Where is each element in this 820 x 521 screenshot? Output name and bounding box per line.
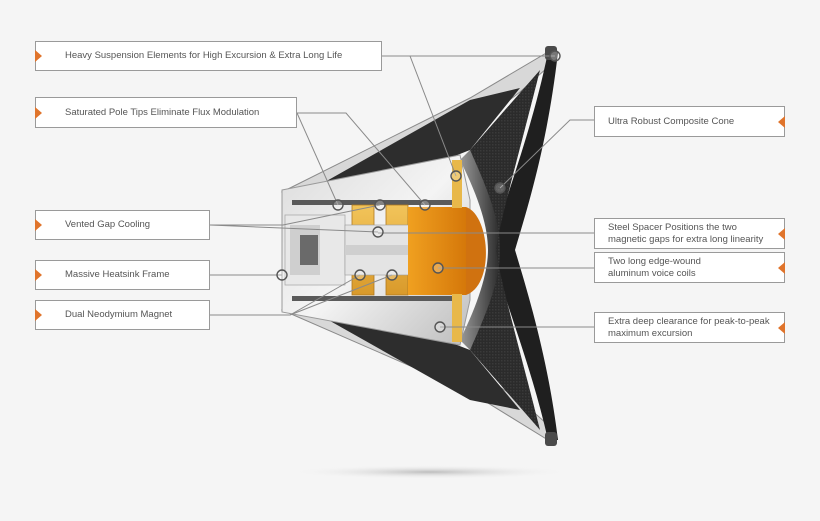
- callout-steel-spacer: Steel Spacer Positions the two magnetic …: [594, 218, 785, 249]
- orange-pointer-icon: [778, 227, 785, 240]
- callout-text: Two long edge-wound aluminum voice coils: [608, 255, 701, 279]
- callout-massive-heatsink-frame: Massive Heatsink Frame: [35, 260, 210, 290]
- callout-text: Saturated Pole Tips Eliminate Flux Modul…: [65, 106, 260, 118]
- orange-pointer-icon: [35, 309, 42, 321]
- orange-pointer-icon: [35, 219, 42, 231]
- marker-dot: [374, 199, 386, 211]
- orange-pointer-icon: [778, 261, 785, 274]
- marker-dot: [450, 170, 462, 182]
- marker-dot: [549, 50, 561, 62]
- callout-dual-neodymium-magnet: Dual Neodymium Magnet: [35, 300, 210, 330]
- marker-dot: [276, 269, 288, 281]
- callout-text: Heavy Suspension Elements for High Excur…: [65, 50, 343, 61]
- orange-pointer-icon: [35, 50, 42, 62]
- marker-dot: [434, 321, 446, 333]
- marker-dot: [386, 269, 398, 281]
- callout-text: Dual Neodymium Magnet: [65, 309, 173, 320]
- orange-pointer-icon: [35, 106, 42, 119]
- callout-text: Ultra Robust Composite Cone: [608, 115, 735, 127]
- marker-dot: [432, 262, 444, 274]
- marker-dot: [372, 226, 384, 238]
- callout-heavy-suspension: Heavy Suspension Elements for High Excur…: [35, 41, 382, 71]
- marker-dot: [332, 199, 344, 211]
- callout-extra-deep-clearance: Extra deep clearance for peak-to-peak ma…: [594, 312, 785, 343]
- callout-voice-coils: Two long edge-wound aluminum voice coils: [594, 252, 785, 283]
- callout-saturated-pole-tips: Saturated Pole Tips Eliminate Flux Modul…: [35, 97, 297, 128]
- orange-pointer-icon: [778, 321, 785, 334]
- callout-vented-gap-cooling: Vented Gap Cooling: [35, 210, 210, 240]
- callout-text: Extra deep clearance for peak-to-peak ma…: [608, 315, 770, 339]
- marker-dot: [354, 269, 366, 281]
- orange-pointer-icon: [35, 269, 42, 281]
- callout-text: Vented Gap Cooling: [65, 219, 151, 230]
- marker-dot: [419, 199, 431, 211]
- ground-shadow: [290, 465, 570, 479]
- motor-structure: [281, 154, 486, 346]
- marker-dot: [494, 182, 506, 194]
- leader-lines: [209, 55, 594, 328]
- callout-text: Steel Spacer Positions the two magnetic …: [608, 221, 764, 245]
- orange-pointer-icon: [778, 115, 785, 128]
- callout-ultra-robust-cone: Ultra Robust Composite Cone: [594, 106, 785, 137]
- callout-text: Massive Heatsink Frame: [65, 269, 170, 280]
- callout-markers: [276, 50, 561, 333]
